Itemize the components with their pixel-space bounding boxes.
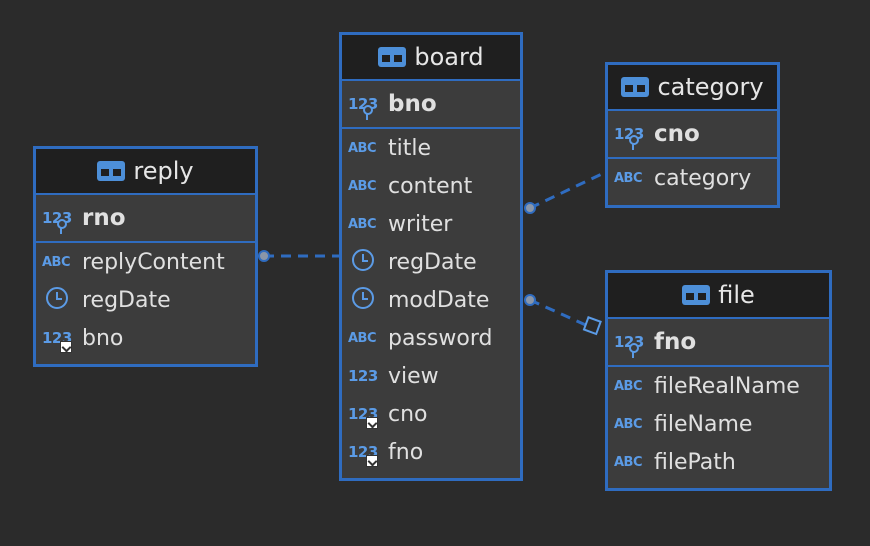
column-row-view[interactable]: 123 view [342,357,520,395]
entity-file[interactable]: file 123 fno ABC fileRealName ABC fileNa… [605,270,832,491]
table-icon [621,77,650,97]
table-icon [682,285,711,305]
entity-category[interactable]: category 123 cno ABC category [605,62,780,208]
entity-category-header[interactable]: category [608,65,777,111]
text-type-icon: ABC [614,170,643,186]
relation-board-file[interactable] [529,298,589,328]
numeric-fk-icon: 123 [348,405,382,429]
column-row-content[interactable]: ABC content [342,167,520,205]
numeric-type-icon: 123 [348,367,378,385]
column-row-regdate[interactable]: regDate [342,243,520,281]
column-name: fileRealName [654,373,800,399]
numeric-fk-icon: 123 [42,329,76,353]
key-icon [56,219,67,234]
relation-diamond-file [582,316,602,336]
entity-reply-pk-section: 123 rno [36,195,255,243]
column-name: fileName [654,411,753,437]
column-row-replycontent[interactable]: ABC replyContent [36,243,255,281]
column-name: bno [388,91,437,117]
entity-file-title: file [718,281,755,309]
column-row-writer[interactable]: ABC writer [342,205,520,243]
column-name: fno [654,329,697,355]
relation-endpoint-reply [258,250,270,262]
key-icon [362,105,373,120]
entity-category-pk-section: 123 cno [608,111,777,159]
column-name: view [388,363,439,389]
column-row-title[interactable]: ABC title [342,129,520,167]
entity-reply-title: reply [133,157,194,185]
numeric-key-icon: 123 [614,125,648,150]
column-name: modDate [388,287,490,313]
column-name: bno [82,325,124,351]
foreign-key-icon [60,341,72,353]
column-name: category [654,165,752,191]
text-type-icon: ABC [348,330,377,346]
key-icon [628,135,639,150]
clock-icon [348,287,382,313]
column-row-filename[interactable]: ABC fileName [608,405,829,443]
clock-icon [348,249,382,275]
entity-category-title: category [657,73,764,101]
column-name: replyContent [82,249,225,275]
column-row-cno[interactable]: 123 cno [608,111,777,157]
text-type-icon: ABC [614,454,643,470]
numeric-key-icon: 123 [614,333,648,358]
entity-board-columns: ABC title ABC content ABC writer regDate… [342,129,520,471]
table-icon [378,47,407,67]
column-row-fno[interactable]: 123 fno [608,319,829,365]
text-type-icon: ABC [614,378,643,394]
foreign-key-icon [366,455,378,467]
entity-board-header[interactable]: board [342,35,520,81]
column-name: password [388,325,493,351]
column-row-password[interactable]: ABC password [342,319,520,357]
relation-board-category[interactable] [529,170,607,210]
column-row-filerealname[interactable]: ABC fileRealName [608,367,829,405]
numeric-key-icon: 123 [348,95,382,120]
column-name: regDate [82,287,171,313]
entity-category-columns: ABC category [608,159,777,197]
column-row-rno[interactable]: 123 rno [36,195,255,241]
entity-reply-header[interactable]: reply [36,149,255,195]
clock-icon [42,287,76,313]
column-name: content [388,173,473,199]
relation-endpoint-board-category [524,202,536,214]
foreign-key-icon [366,417,378,429]
text-type-icon: ABC [348,216,377,232]
entity-board-pk-section: 123 bno [342,81,520,129]
column-name: cno [388,401,428,427]
numeric-key-icon: 123 [42,209,76,234]
entity-board-title: board [414,43,484,71]
column-row-filepath[interactable]: ABC filePath [608,443,829,481]
column-row-category[interactable]: ABC category [608,159,777,197]
column-name: regDate [388,249,477,275]
text-type-icon: ABC [348,178,377,194]
column-name: filePath [654,449,736,475]
column-name: rno [82,205,126,231]
column-row-moddate[interactable]: modDate [342,281,520,319]
column-row-regdate[interactable]: regDate [36,281,255,319]
column-name: fno [388,439,424,465]
entity-reply-columns: ABC replyContent regDate 123 bno [36,243,255,357]
text-type-icon: ABC [42,254,71,270]
column-row-cno[interactable]: 123 cno [342,395,520,433]
column-name: cno [654,121,700,147]
text-type-icon: ABC [614,416,643,432]
column-row-bno[interactable]: 123 bno [342,81,520,127]
column-row-bno[interactable]: 123 bno [36,319,255,357]
column-row-fno[interactable]: 123 fno [342,433,520,471]
entity-file-columns: ABC fileRealName ABC fileName ABC filePa… [608,367,829,481]
text-type-icon: ABC [348,140,377,156]
numeric-fk-icon: 123 [348,443,382,467]
entity-board[interactable]: board 123 bno ABC title ABC content ABC … [339,32,523,481]
entity-reply[interactable]: reply 123 rno ABC replyContent regDate 1… [33,146,258,367]
table-icon [97,161,126,181]
relation-endpoint-board-file [524,294,536,306]
entity-file-pk-section: 123 fno [608,319,829,367]
entity-file-header[interactable]: file [608,273,829,319]
column-name: writer [388,211,453,237]
column-name: title [388,135,432,161]
key-icon [628,343,639,358]
